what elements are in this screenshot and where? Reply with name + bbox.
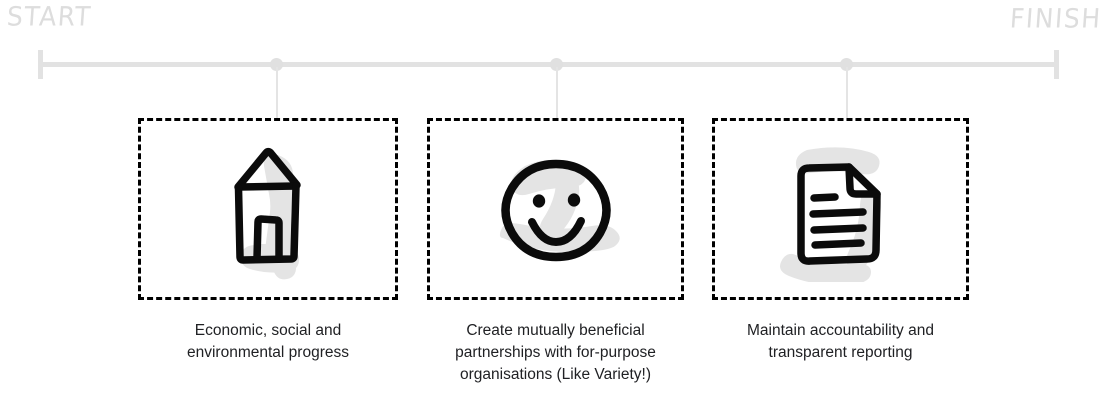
milestone-card-2[interactable]: [427, 118, 684, 300]
timeline-start-cap: [38, 50, 43, 79]
caption-line: partnerships with for-purpose: [455, 344, 656, 361]
milestone-connector-2: [555, 67, 558, 119]
milestone-card-3[interactable]: [712, 118, 969, 300]
milestone-caption-2: Create mutually beneficial partnerships …: [427, 320, 684, 386]
caption-line: Create mutually beneficial: [466, 322, 645, 339]
smiley-face-icon: [499, 159, 620, 262]
timeline-finish-label: FINISH: [1008, 3, 1103, 34]
caption-line: Economic, social and: [194, 322, 342, 339]
timeline-finish-cap: [1054, 50, 1059, 79]
milestone-card-2-content: [430, 121, 681, 297]
milestone-dot-1[interactable]: [270, 58, 283, 71]
milestone-connector-3: [845, 67, 848, 119]
caption-line: environmental progress: [187, 344, 349, 361]
timeline-start-label: START: [5, 1, 93, 32]
caption-line: organisations (Like Variety!): [460, 366, 651, 383]
milestone-dot-2[interactable]: [550, 58, 563, 71]
house-icon: [234, 147, 301, 279]
document-icon: [779, 147, 881, 282]
milestone-caption-3: Maintain accountability and transparent …: [712, 320, 969, 364]
timeline-rail: [38, 62, 1059, 67]
caption-line: Maintain accountability and: [747, 322, 934, 339]
milestone-caption-1: Economic, social and environmental progr…: [138, 320, 398, 364]
timeline: START FINISH: [0, 0, 1113, 119]
caption-line: transparent reporting: [768, 344, 913, 361]
milestone-card-3-content: [715, 121, 966, 297]
milestone-dot-3[interactable]: [840, 58, 853, 71]
milestone-card-1[interactable]: [138, 118, 398, 300]
milestone-connector-1: [275, 67, 278, 119]
milestone-card-1-content: [141, 121, 395, 297]
